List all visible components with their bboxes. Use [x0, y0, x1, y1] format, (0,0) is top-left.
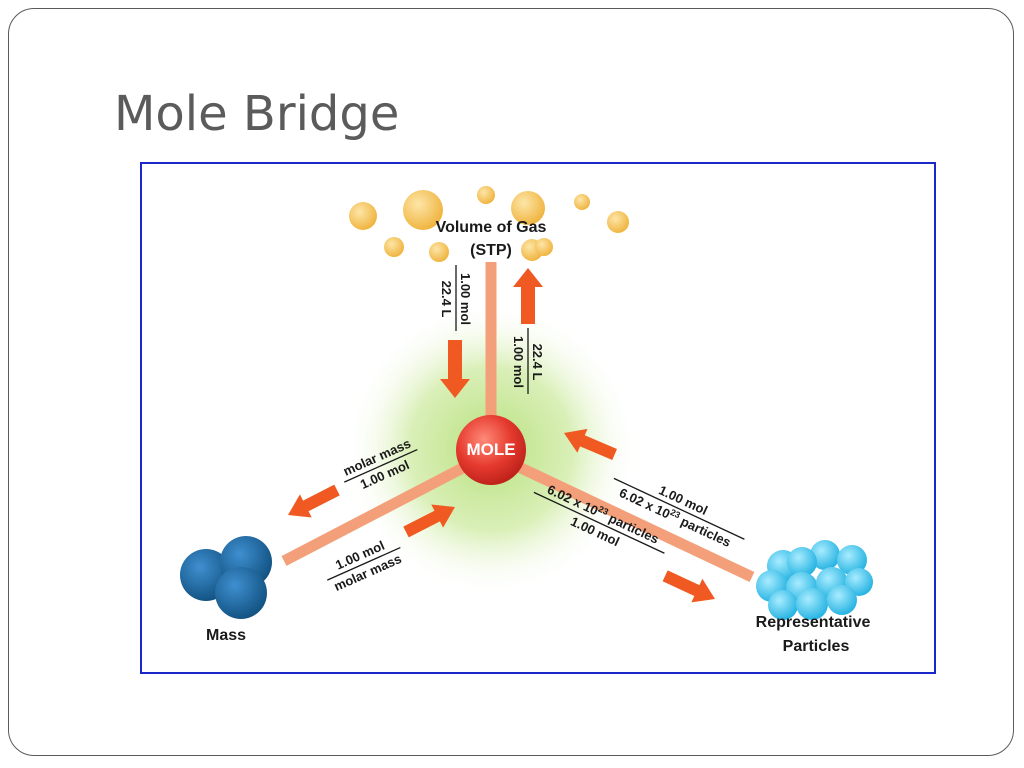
beam-particles	[501, 455, 755, 582]
arrow-mole-to-gas-icon	[513, 268, 543, 324]
arrow-mole-to-mass-icon	[288, 484, 340, 518]
gas-bubbles-icon	[349, 186, 629, 262]
slide-title: Mole Bridge	[114, 86, 400, 142]
mass-spheres-icon	[180, 536, 272, 619]
arrow-gas-to-mole-icon	[440, 340, 470, 398]
particles-cluster-icon	[756, 540, 873, 620]
mole-circle	[456, 415, 526, 485]
conversion-gas-to-mole: 1.00 mol 22.4 L	[439, 265, 473, 331]
arrow-mass-to-mole-icon	[403, 504, 455, 538]
arrow-mole-to-particles-icon	[662, 570, 715, 603]
mole-to-gas-numerator: 22.4 L	[530, 344, 545, 381]
beam-mass	[281, 455, 481, 566]
gas-label-line1: Volume of Gas	[436, 219, 547, 236]
mole-to-gas-denominator: 1.00 mol	[511, 336, 526, 388]
particles-label-line1: Representative	[756, 614, 871, 631]
mass-label: Mass	[206, 627, 246, 644]
arrow-particles-to-mole-icon	[564, 428, 617, 461]
mole-bridge-diagram: Volume of Gas (STP) MOLE 1.00 mol 22.4 L…	[140, 162, 936, 674]
gas-to-mole-numerator: 1.00 mol	[458, 273, 473, 325]
diagram-svg: Volume of Gas (STP) MOLE 1.00 mol 22.4 L…	[180, 186, 873, 655]
gas-to-mole-denominator: 22.4 L	[439, 281, 454, 318]
conversion-mole-to-gas: 22.4 L 1.00 mol	[511, 328, 545, 394]
particles-label-line2: Particles	[783, 638, 850, 655]
mole-label: MOLE	[466, 440, 515, 459]
gas-label-line2: (STP)	[470, 242, 512, 259]
